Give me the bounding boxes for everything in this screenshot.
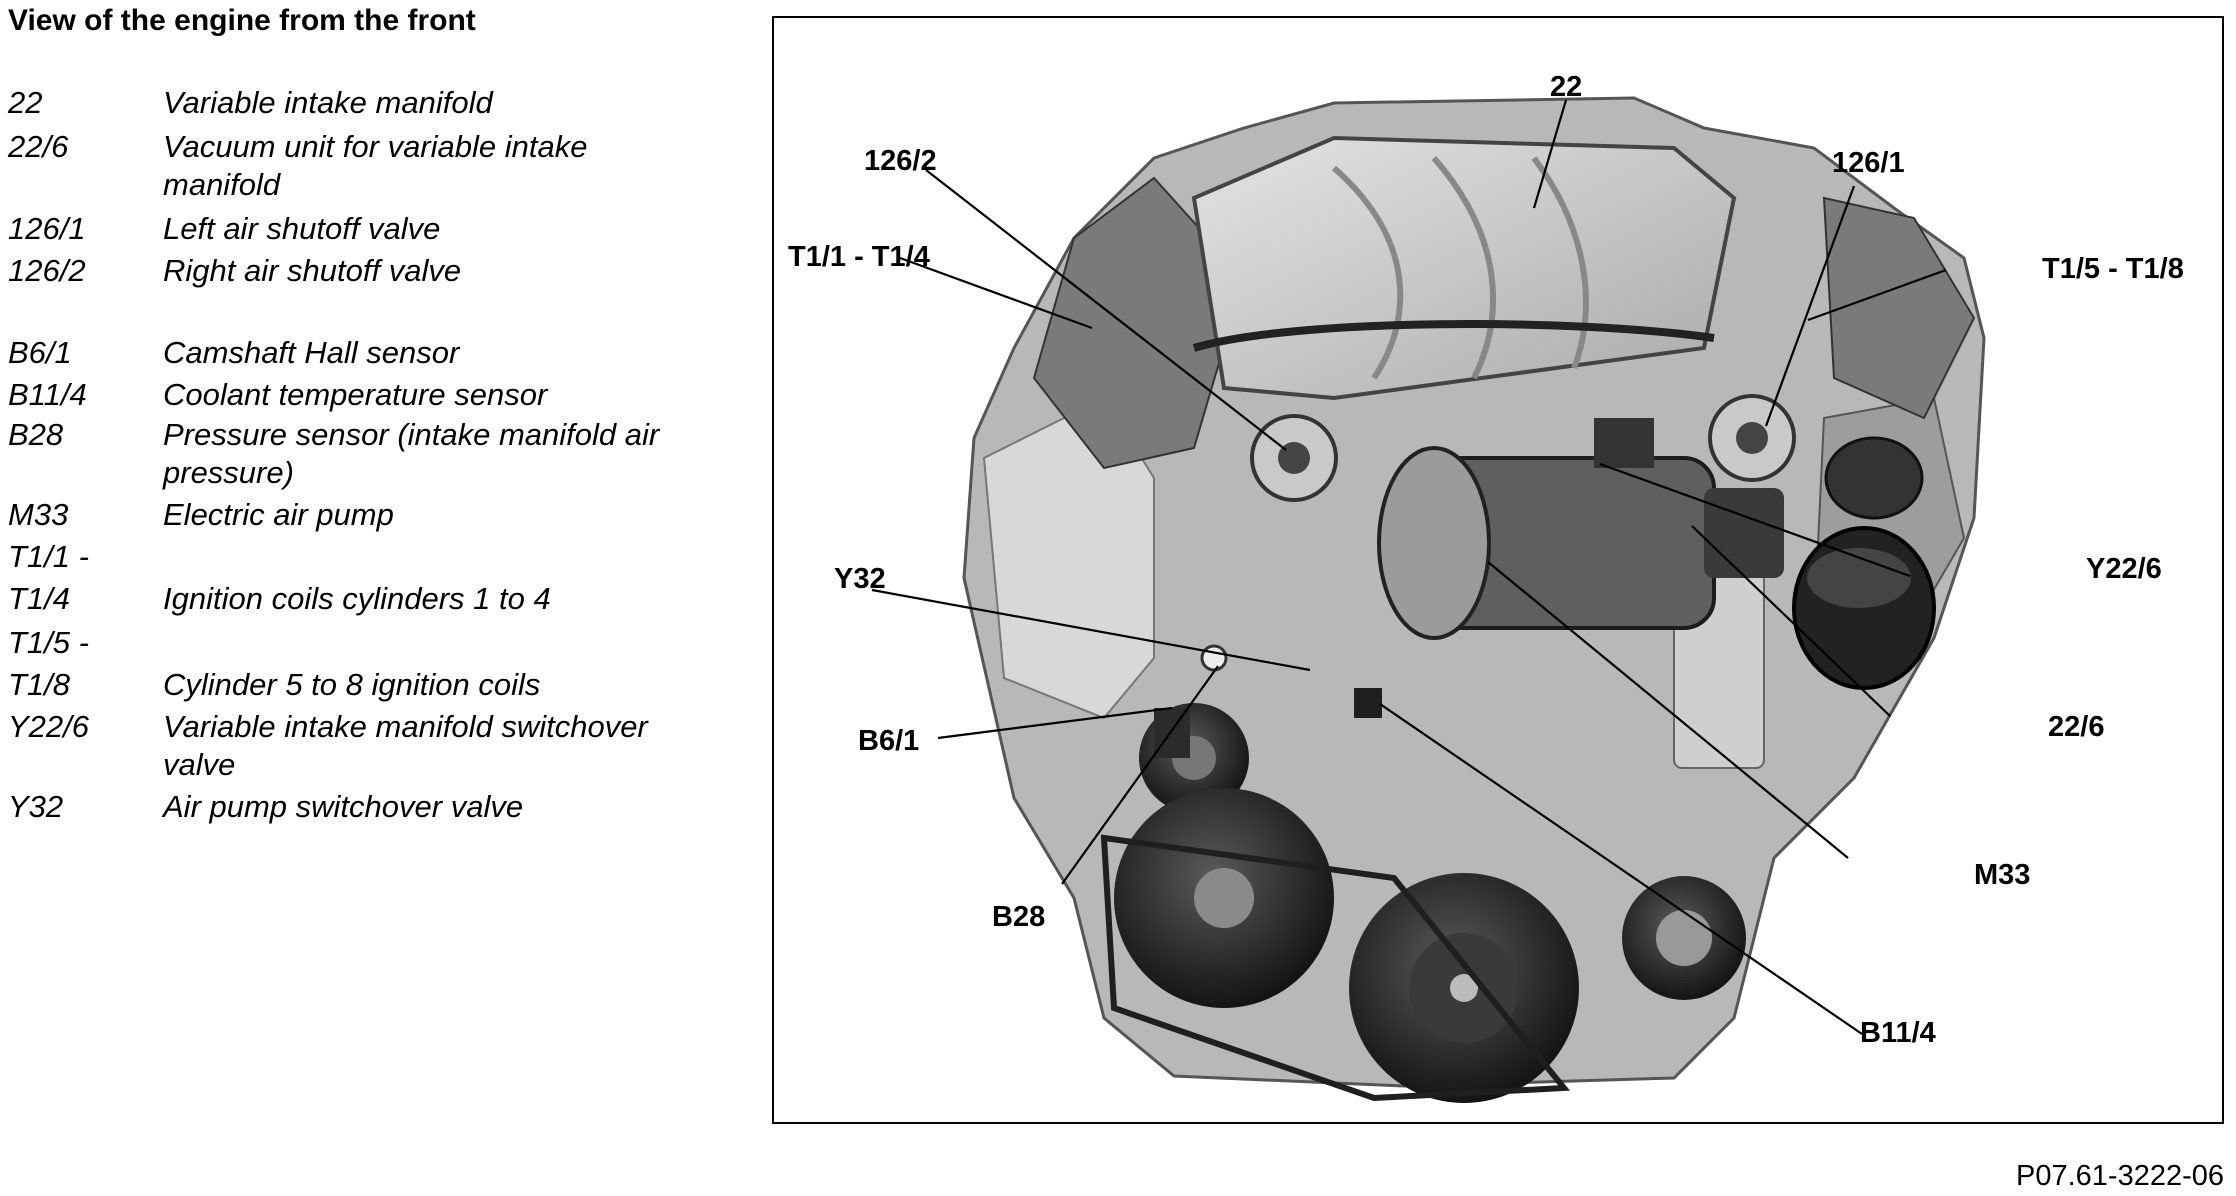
leader-b28 <box>1061 665 1219 885</box>
electric-air-pump <box>1377 418 1784 640</box>
legend-desc: Right air shutoff valve <box>163 253 462 288</box>
legend-desc: Ignition coils cylinders 1 to 4 <box>163 581 551 616</box>
legend-code: T1/5 - <box>8 625 89 660</box>
callout-b6-1: B6/1 <box>858 725 919 757</box>
legend-code: T1/8 <box>8 667 71 702</box>
leader-y32 <box>871 588 1311 672</box>
legend-desc: Coolant temperature sensor <box>163 377 548 412</box>
legend-desc: Electric air pump <box>163 497 394 532</box>
callout-m33: M33 <box>1974 859 2030 891</box>
callout-126-1: 126/1 <box>1832 147 1905 179</box>
leader-126-1 <box>1764 185 1856 427</box>
intake-manifold <box>1191 135 1737 401</box>
pressure-sensor-body <box>1200 644 1228 672</box>
valve-core <box>1736 422 1768 454</box>
leader-22-6 <box>1691 525 1891 717</box>
callout-t1-5-t1-8: T1/5 - T1/8 <box>2042 253 2184 285</box>
legend-code: M33 <box>8 497 69 532</box>
legend-code: 126/2 <box>8 253 86 288</box>
legend-code: 22 <box>8 85 43 120</box>
legend-code: B6/1 <box>8 335 72 370</box>
legend-code: 126/1 <box>8 211 86 246</box>
leader-y22-6 <box>1599 462 1911 578</box>
legend-desc: Pressure sensor (intake manifold air pre… <box>163 417 660 490</box>
legend-desc: Variable intake manifold switchover valv… <box>163 709 648 782</box>
callout-b28: B28 <box>992 901 1045 933</box>
oil-filter-housing <box>1792 436 1936 690</box>
callout-t1-1-t1-4: T1/1 - T1/4 <box>788 241 930 273</box>
legend-desc: Variable intake manifold <box>163 85 493 120</box>
page-title: View of the engine from the front <box>8 4 476 37</box>
callout-22-6: 22/6 <box>2048 711 2104 743</box>
leader-t1-1 <box>899 256 1093 330</box>
leader-t1-5 <box>1807 268 1947 322</box>
leader-b6-1 <box>937 706 1173 740</box>
legend-code: Y32 <box>8 789 64 824</box>
callout-y22-6: Y22/6 <box>2086 553 2162 585</box>
callout-22: 22 <box>1550 71 1582 103</box>
leader-lines <box>871 99 1947 1035</box>
leader-126-2 <box>925 169 1287 451</box>
legend-desc: Left air shutoff valve <box>163 211 441 246</box>
callout-b11-4: B11/4 <box>1860 1017 1936 1049</box>
leader-22 <box>1532 99 1568 209</box>
coolant-sensor-body <box>1354 688 1382 718</box>
callout-126-2: 126/2 <box>864 145 937 177</box>
legend-desc: Cylinder 5 to 8 ignition coils <box>163 667 541 702</box>
legend-desc: Camshaft Hall sensor <box>163 335 460 370</box>
legend-desc: Vacuum unit for variable intake manifold <box>163 129 588 202</box>
leader-m33 <box>1487 561 1849 859</box>
legend-code: T1/4 <box>8 581 71 616</box>
callout-y32: Y32 <box>834 563 886 595</box>
legend-code: T1/1 - <box>8 539 89 574</box>
leader-b11-4 <box>1379 703 1863 1035</box>
legend-desc: Air pump switchover valve <box>163 789 524 824</box>
camshaft-hall-sensor-body <box>1154 708 1190 758</box>
legend-code: B11/4 <box>8 377 87 412</box>
legend-code: Y22/6 <box>8 709 90 744</box>
engine-diagram: 22 126/2 126/1 T1/1 - T1/4 T1/5 - T1/8 Y… <box>788 71 2184 1103</box>
figure-id: P07.61-3222-06 <box>2016 1160 2224 1192</box>
engine-figure: 22 126/2 126/1 T1/1 - T1/4 T1/5 - T1/8 Y… <box>772 16 2224 1124</box>
legend-code: B28 <box>8 417 64 452</box>
legend-code: 22/6 <box>8 129 69 164</box>
